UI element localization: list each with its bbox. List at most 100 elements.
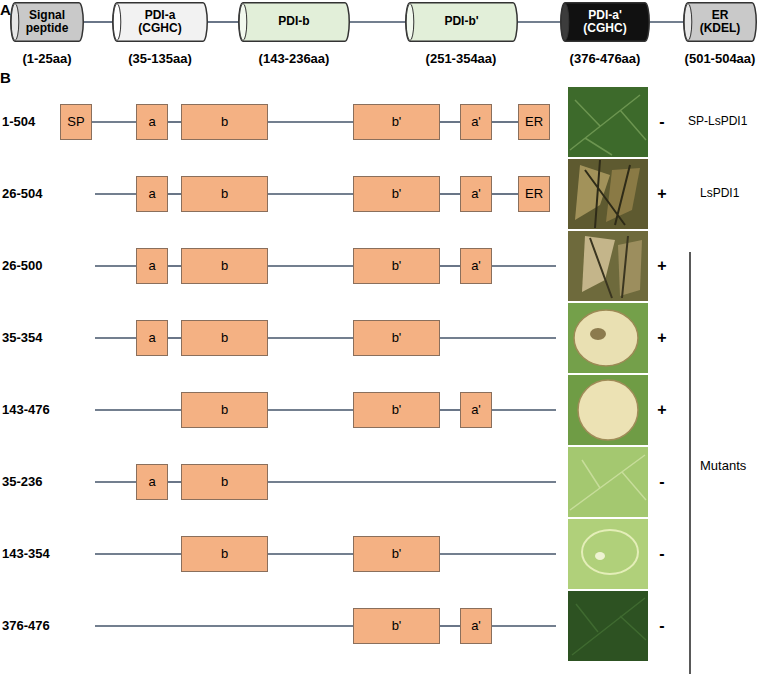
domain-box: b' (353, 392, 440, 428)
connector-line (440, 193, 460, 195)
result-sign: - (659, 617, 664, 635)
panel-letter: B (0, 70, 11, 87)
connector-line (208, 21, 238, 23)
domain-box: ER (518, 176, 550, 212)
construct-label: 1-504 (2, 115, 35, 129)
domain-cylinder: PDI-a (CGHC) (112, 2, 208, 42)
domain-cylinder: PDI-b (238, 2, 350, 42)
backbone-line (95, 193, 136, 195)
domain-box: SP (60, 104, 92, 140)
backbone-line (440, 337, 556, 339)
connector-line (168, 121, 181, 123)
sample-label: SP-LsPDI1 (688, 115, 747, 128)
range-label: (143-236aa) (259, 52, 330, 66)
result-sign: + (657, 185, 666, 203)
domain-letter: b' (392, 187, 402, 201)
domain-letter: a' (471, 187, 481, 201)
domain-box: a' (460, 176, 492, 212)
domain-letter: SP (67, 115, 84, 129)
domain-box: b (181, 464, 268, 500)
backbone-line (95, 625, 353, 627)
domain-letter: a (148, 259, 155, 273)
domain-box: b (181, 176, 268, 212)
domain-name: PDI-b (278, 15, 309, 28)
domain-letter: b' (392, 115, 402, 129)
domain-name: ER (KDEL) (695, 9, 745, 35)
domain-name: Signal peptide (22, 9, 72, 35)
domain-letter: a' (471, 619, 481, 633)
connector-line (440, 265, 460, 267)
leaf-photo (568, 231, 648, 301)
cylinder-cap (684, 4, 692, 41)
domain-box: b' (353, 104, 440, 140)
connector-line (168, 481, 181, 483)
range-label: (35-135aa) (128, 52, 192, 66)
construct-label: 143-476 (2, 403, 50, 417)
cylinder-body (561, 3, 649, 42)
domain-cylinder: PDI-b' (405, 2, 518, 42)
domain-letter: a' (471, 403, 481, 417)
cylinder-body (11, 3, 83, 42)
connector-line (92, 121, 136, 123)
domain-box: b (181, 320, 268, 356)
connector-line (350, 21, 405, 23)
domain-letter: a (148, 187, 155, 201)
connector-line (268, 265, 353, 267)
group-label: Mutants (700, 459, 746, 473)
backbone-line (95, 337, 136, 339)
domain-box: a' (460, 392, 492, 428)
domain-cylinder: ER (KDEL) (683, 2, 757, 42)
domain-letter: b (221, 259, 228, 273)
domain-box: a (136, 320, 168, 356)
domain-letter: a (148, 115, 155, 129)
construct-label: 376-476 (2, 619, 50, 633)
leaf-photo (568, 375, 648, 445)
domain-letter: ER (525, 187, 543, 201)
domain-box: a' (460, 104, 492, 140)
sample-label: LsPDI1 (700, 187, 739, 200)
construct-label: 26-504 (2, 187, 42, 201)
domain-box: b (181, 104, 268, 140)
domain-letter: b (221, 115, 228, 129)
result-sign: + (657, 401, 666, 419)
domain-letter: b' (392, 619, 402, 633)
backbone-line (95, 265, 136, 267)
domain-letter: b (221, 475, 228, 489)
connector-line (268, 193, 353, 195)
domain-box: b' (353, 248, 440, 284)
domain-letter: b' (392, 403, 402, 417)
range-label: (376-476aa) (570, 52, 641, 66)
connector-line (268, 409, 353, 411)
leaf-photo (568, 159, 648, 229)
domain-box: b' (353, 536, 440, 572)
domain-cylinder: Signal peptide (10, 2, 84, 42)
domain-letter: b (221, 403, 228, 417)
connector-line (440, 121, 460, 123)
cylinder-cap (11, 4, 19, 41)
backbone-line (492, 265, 556, 267)
connector-line (440, 625, 460, 627)
connector-line (268, 553, 353, 555)
leaf-photo (568, 447, 648, 517)
connector-line (268, 121, 353, 123)
backbone-line (492, 625, 556, 627)
domain-box: b' (353, 608, 440, 644)
connector-line (268, 337, 353, 339)
domain-box: b (181, 248, 268, 284)
leaf-photo (568, 303, 648, 373)
domain-letter: a (148, 475, 155, 489)
connector-line (168, 265, 181, 267)
cylinder-cap (113, 4, 121, 41)
backbone-line (95, 553, 181, 555)
cylinder-body (113, 3, 207, 42)
cylinder-body (684, 3, 756, 42)
domain-letter: b (221, 331, 228, 345)
cylinder-cap (406, 4, 414, 41)
construct-label: 26-500 (2, 259, 42, 273)
domain-box: a (136, 104, 168, 140)
result-sign: - (659, 545, 664, 563)
panel-letter: A (0, 2, 11, 19)
cylinder-cap (239, 4, 247, 41)
domain-box: a (136, 464, 168, 500)
